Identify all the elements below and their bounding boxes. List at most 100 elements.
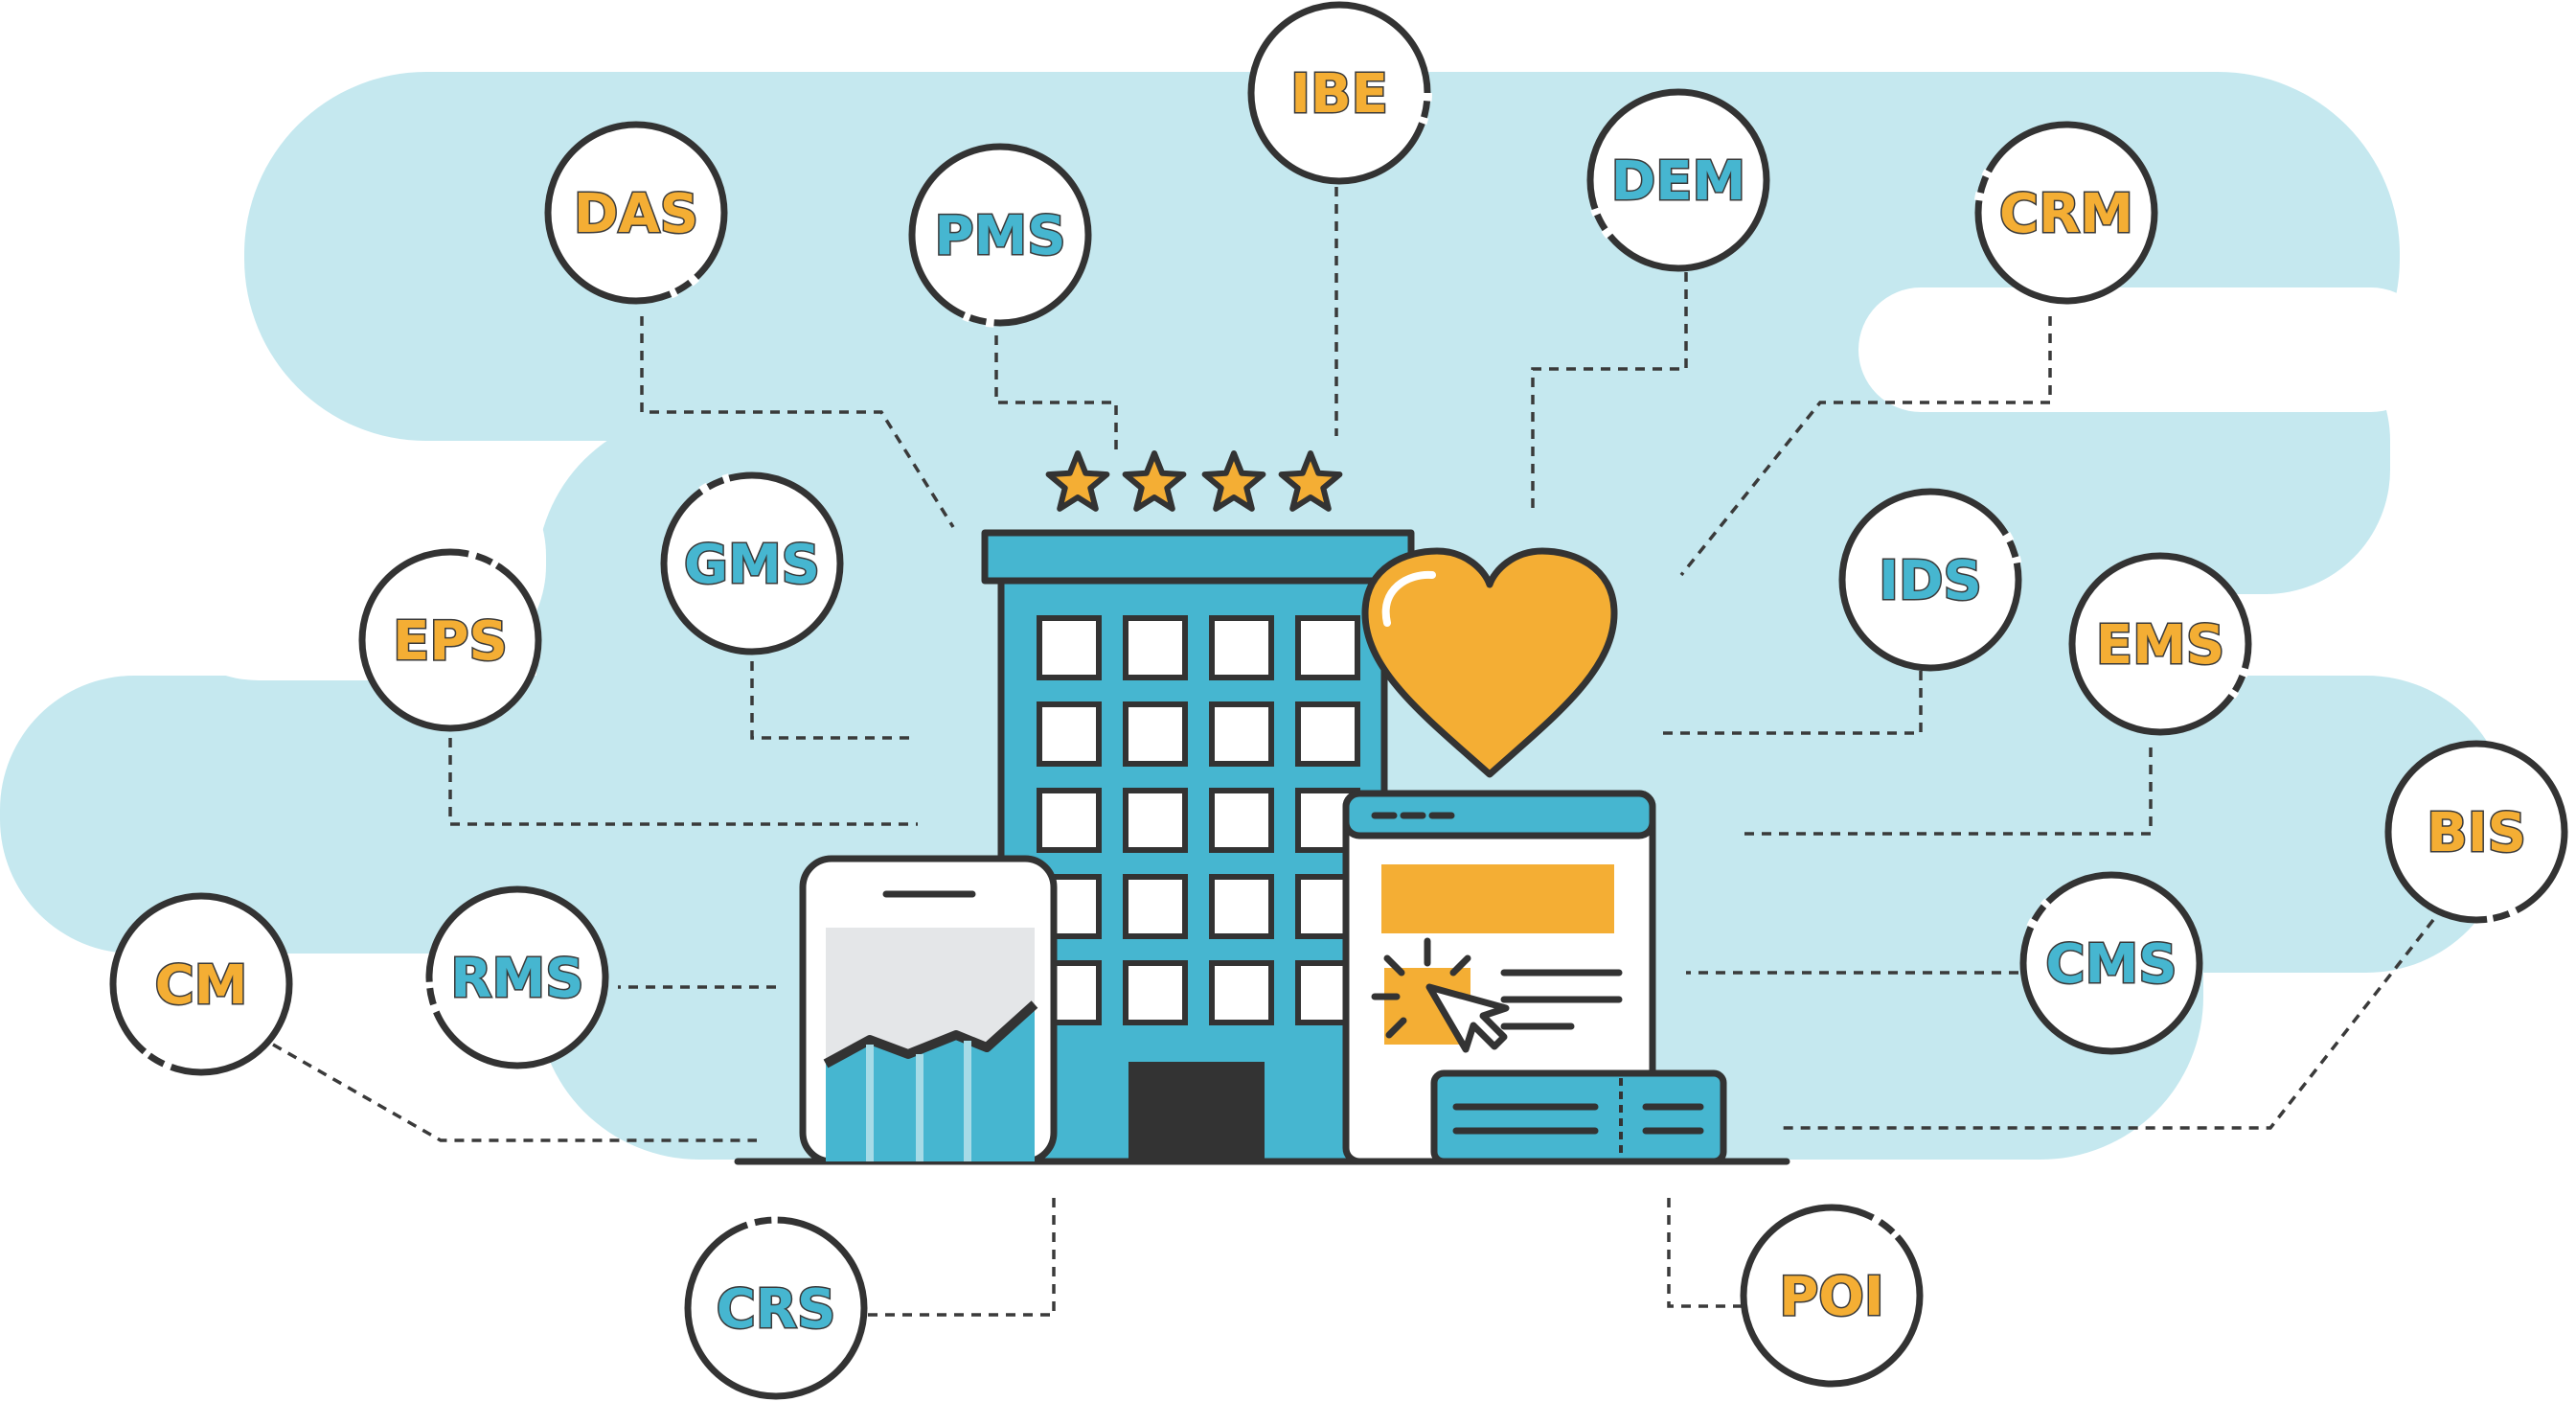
node-ring-gap [745, 1217, 757, 1230]
node-circle [358, 548, 542, 732]
hotel-window [1123, 701, 1188, 767]
node-gms: GMS [660, 471, 844, 655]
node-label: RMS [450, 948, 583, 1010]
node-circle [2068, 552, 2252, 736]
node-circle [2384, 740, 2568, 924]
node-circle [1586, 88, 1770, 272]
node-ring-gap [141, 1047, 152, 1060]
hotel-window [1209, 615, 1274, 680]
node-circle [1740, 1204, 1924, 1388]
node-dem: DEM [1586, 88, 1770, 272]
node-ring-gap [668, 287, 678, 299]
node-rms: RMS [424, 885, 609, 1069]
cloud-cutout [1858, 287, 2433, 412]
hotel-window [1037, 701, 1102, 767]
node-ring-gap [424, 981, 435, 989]
hotel-window [1123, 788, 1188, 853]
node-label: EPS [393, 610, 508, 673]
node-crs: CRS [684, 1214, 868, 1400]
node-ring-gap [2227, 688, 2240, 700]
node-ring-gap [467, 549, 478, 561]
connector-lines [272, 187, 2435, 1317]
star-icon [1278, 450, 1343, 512]
node-ring-gap [2026, 917, 2040, 930]
connector-line [1744, 747, 2153, 836]
node-label: POI [1779, 1266, 1883, 1328]
connector-line [1531, 238, 1688, 508]
node-ring-gap [1889, 1229, 1902, 1240]
node-ring-gap [2011, 556, 2022, 564]
system-nodes: IBE DAS PMS DEM CRM GMS EPS IDS EMS BIS CM RMS CMS CR… [109, 1, 2568, 1400]
connector-line [750, 661, 915, 740]
node-ring-gap [1417, 115, 1429, 126]
node-ring-gap [161, 1059, 173, 1072]
hotel-window [1209, 701, 1274, 767]
node-ring-gap [1590, 207, 1602, 217]
ticket-icon [1430, 1069, 1727, 1165]
hotel-window [1209, 960, 1274, 1025]
hotel-window [1037, 615, 1102, 680]
node-ring-gap [1601, 226, 1614, 240]
cursor-click-icon [1371, 937, 1510, 1053]
node-label: CM [155, 954, 248, 1017]
node-circle [425, 885, 609, 1069]
rating-stars [1045, 450, 1343, 512]
node-ring-gap [428, 1002, 441, 1014]
node-eps: EPS [358, 548, 542, 732]
connector-line [448, 738, 918, 826]
hotel-window [1209, 788, 1274, 853]
hotel-window [1123, 960, 1188, 1025]
node-circle [2019, 871, 2203, 1055]
node-ring-gap [985, 316, 995, 328]
node-ring-gap [687, 273, 700, 287]
browser-click-icon [1342, 790, 1656, 1165]
connector-line [994, 335, 1118, 450]
node-circle [544, 121, 728, 305]
node-label: CRM [1999, 183, 2133, 245]
node-pms: PMS [908, 143, 1092, 328]
node-label: IBE [1290, 63, 1388, 126]
connector-line [272, 1043, 757, 1142]
node-das: DAS [544, 121, 728, 305]
hotel-window [1295, 701, 1360, 767]
node-label: IDS [1879, 550, 1982, 612]
node-ring-gap [2238, 666, 2250, 678]
heart-highlight [1381, 570, 1436, 627]
node-bis: BIS [2384, 740, 2568, 925]
connector-line [1777, 918, 2435, 1130]
node-cms: CMS [2019, 871, 2203, 1055]
connector-line [843, 1198, 1056, 1317]
node-ems: EMS [2068, 552, 2252, 736]
node-ibe: IBE [1247, 1, 1432, 185]
phone-chart-icon [799, 855, 1058, 1165]
hotel-window [1123, 874, 1188, 939]
node-crm: CRM [1973, 121, 2158, 305]
hotel-window [1037, 788, 1102, 853]
hotel-building-icon [981, 529, 1415, 1165]
node-ring-gap [1870, 1213, 1883, 1227]
node-label: GMS [684, 534, 820, 596]
star-icon [1201, 450, 1266, 512]
node-label: PMS [934, 205, 1065, 267]
node-ring-gap [962, 310, 972, 323]
hotel-door [1128, 1062, 1265, 1161]
hotel-window [1123, 615, 1188, 680]
node-ring-gap [698, 482, 711, 495]
node-ring-gap [1973, 191, 1986, 201]
hotel-window [1209, 874, 1274, 939]
node-ring-gap [489, 558, 500, 570]
node-ring-gap [1981, 169, 1994, 179]
node-ring-gap [2040, 898, 2052, 910]
node-label: DEM [1611, 150, 1745, 213]
node-label: EMS [2096, 614, 2224, 677]
heart-icon [1361, 547, 1618, 778]
node-ids: IDS [1838, 488, 2022, 672]
node-label: BIS [2427, 802, 2526, 864]
hotel-window [1295, 615, 1360, 680]
connector-line [1657, 671, 1923, 735]
node-circle [908, 143, 1092, 327]
node-ring-gap [2507, 906, 2519, 919]
node-label: CMS [2045, 933, 2177, 996]
connector-line [1679, 316, 2052, 577]
node-ring-gap [2486, 913, 2495, 925]
